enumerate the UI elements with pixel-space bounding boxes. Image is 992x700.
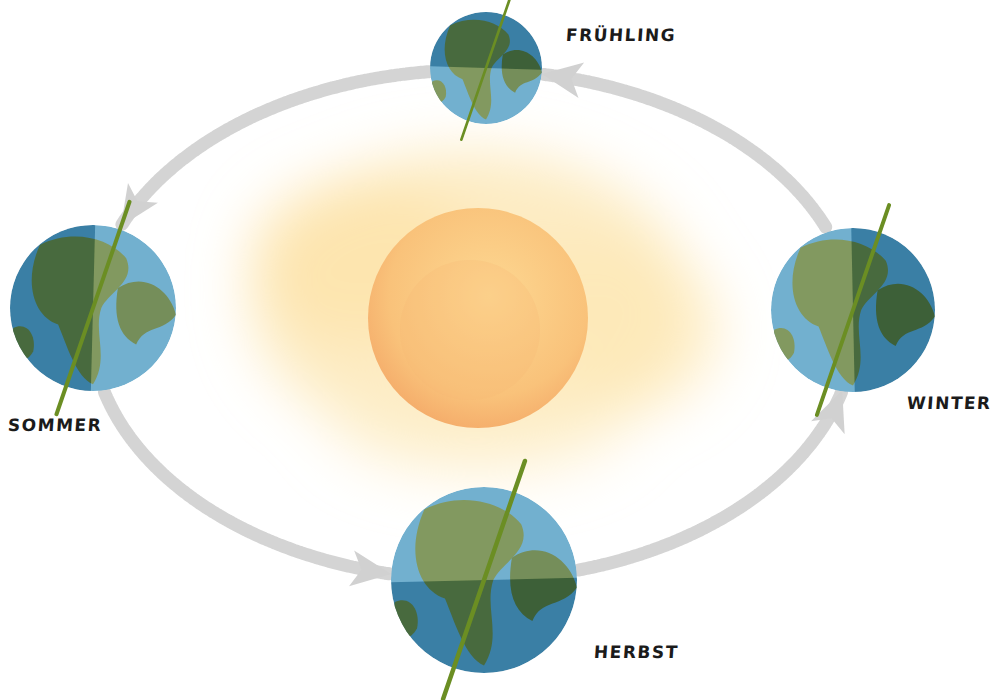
sun-haze	[250, 150, 720, 480]
sun	[368, 208, 588, 428]
night-side	[419, 0, 555, 70]
orbit-arrow	[578, 392, 841, 570]
day-side	[370, 466, 596, 583]
season-label: FRÜHLING	[565, 25, 676, 45]
earth-node: WINTER	[771, 228, 935, 392]
earth-axis	[461, 0, 510, 140]
earth-globe	[10, 225, 176, 391]
earth-globe	[771, 228, 935, 392]
day-side	[90, 208, 195, 410]
orbit-arrow	[105, 392, 390, 574]
day-side	[753, 212, 856, 411]
night-side	[372, 577, 598, 694]
orbit-arrow	[122, 72, 429, 225]
earth-globe	[430, 12, 542, 124]
earth-surface	[0, 206, 195, 410]
earth-node: SOMMER	[10, 225, 176, 391]
earth-globe	[391, 487, 577, 673]
earth-axis	[56, 202, 129, 414]
earth-axis	[443, 461, 525, 699]
day-side	[417, 66, 553, 137]
earth-node: HERBST	[391, 487, 577, 673]
night-side	[851, 210, 954, 409]
orbit-arrow	[544, 74, 826, 227]
earth-axis	[817, 205, 889, 415]
season-label: WINTER	[906, 393, 992, 413]
season-label: HERBST	[593, 642, 679, 662]
earth-node: FRÜHLING	[430, 12, 542, 124]
night-side	[0, 206, 96, 408]
season-label: SOMMER	[7, 415, 103, 435]
sun-texture	[400, 260, 540, 400]
